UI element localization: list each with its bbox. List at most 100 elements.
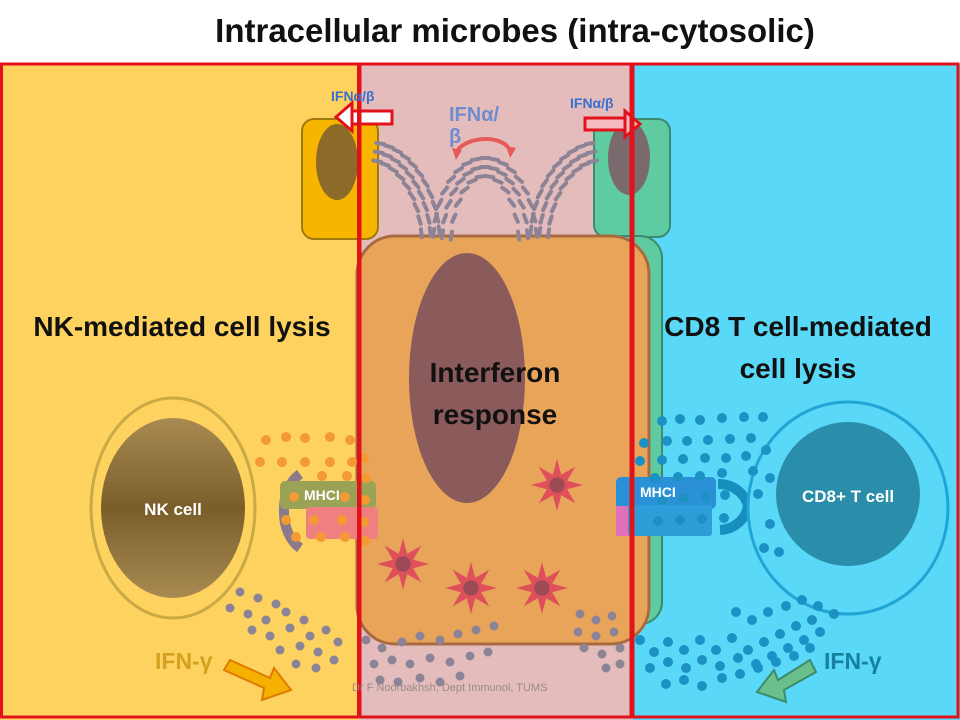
nk-granule <box>337 515 347 525</box>
cytokine-dot <box>591 615 601 625</box>
ifn-dash <box>564 172 575 182</box>
ifn-dash <box>496 169 508 177</box>
ifn-dash <box>407 160 418 170</box>
cd8-granule <box>657 416 667 426</box>
ifn-dash <box>544 189 553 201</box>
cd8-granule <box>805 643 815 653</box>
ifn-dash <box>440 185 450 196</box>
ifn-dash <box>520 185 530 196</box>
cytokine-dot <box>225 603 235 613</box>
cd8-granule <box>661 679 671 689</box>
cd8-granule <box>813 601 823 611</box>
cd8-granule <box>783 643 793 653</box>
ifn-dash <box>461 160 473 167</box>
cytokine-dot <box>305 631 315 641</box>
cd8-granule <box>731 607 741 617</box>
cd8-granule <box>715 661 725 671</box>
ifn-dash <box>383 143 395 150</box>
cytokine-dot <box>601 663 611 673</box>
nk-granule <box>325 432 335 442</box>
ifn-dash <box>449 186 459 197</box>
cd8-granule <box>653 516 663 526</box>
ifn-dash <box>500 185 511 195</box>
cytokine-dot <box>261 615 271 625</box>
cd8-granule <box>741 451 751 461</box>
nk-granule <box>300 433 310 443</box>
cytokine-dot <box>369 659 379 669</box>
ifn-dash <box>436 224 442 237</box>
ifn-ab-label-left: IFNα/β <box>331 88 375 104</box>
ifn-dash <box>426 188 435 200</box>
ifn-dash <box>455 176 466 186</box>
cytokine-dot <box>321 625 331 635</box>
nk-granule <box>325 457 335 467</box>
ifn-dash <box>532 199 540 212</box>
ifn-dash <box>416 214 423 226</box>
nk-granule <box>316 532 326 542</box>
cd8-granule <box>753 663 763 673</box>
ifn-dash <box>425 213 432 225</box>
cd8-granule <box>771 657 781 667</box>
cytokine-dot <box>313 647 323 657</box>
ifn-dash <box>537 225 543 238</box>
cd8-granule <box>763 607 773 617</box>
cd8-granule <box>682 436 692 446</box>
ifn-dash <box>541 200 549 213</box>
cytokine-dot <box>299 615 309 625</box>
ifn-dash <box>411 179 421 190</box>
cd8-granule <box>697 681 707 691</box>
virus-core <box>534 580 550 596</box>
cd8-granule <box>679 493 689 503</box>
ifn-dash <box>391 147 404 155</box>
cd8-granule <box>761 445 771 455</box>
ifn-dash <box>430 199 438 212</box>
ifn-dash <box>521 212 529 225</box>
cd8-granule <box>697 655 707 665</box>
virus-core <box>463 580 479 596</box>
cd8-granule <box>703 435 713 445</box>
ifn-dash <box>374 140 387 147</box>
cd8-granule <box>700 453 710 463</box>
cd8-granule <box>663 637 673 647</box>
ifn-dash <box>540 177 550 189</box>
nk-granule <box>360 536 370 546</box>
nk-granule <box>291 532 301 542</box>
cd8-granule <box>675 515 685 525</box>
cytokine-dot <box>271 599 281 609</box>
ifn-dash <box>474 174 487 180</box>
cd8-granule <box>678 454 688 464</box>
ifn-dash <box>492 177 504 185</box>
cd8-granule <box>743 645 753 655</box>
cytokine-dot <box>591 631 601 641</box>
nk-granule <box>255 457 265 467</box>
nk-granule <box>345 435 355 445</box>
cd8-granule <box>774 547 784 557</box>
ifn-dash <box>418 227 424 240</box>
nk-granule <box>281 515 291 525</box>
cd8-granule <box>717 468 727 478</box>
cd8-granule <box>695 635 705 645</box>
cd8-granule <box>807 615 817 625</box>
cd8-granule <box>781 601 791 611</box>
ifn-dash <box>371 158 384 164</box>
cytokine-dot <box>393 677 403 687</box>
cd8-panel-background <box>633 64 960 720</box>
nk-granule <box>361 473 371 483</box>
cytokine-dot <box>247 625 257 635</box>
ifn-dash <box>372 149 385 156</box>
cd8-granule <box>753 489 763 499</box>
ifn-dash <box>404 170 415 180</box>
cytokine-dot <box>435 635 445 645</box>
nk-cell-nucleus <box>101 418 245 598</box>
ifn-dash <box>553 190 563 202</box>
ifn-dash <box>535 188 544 200</box>
neighbour-cell-right-nucleus <box>608 121 650 195</box>
cytokine-dot <box>295 641 305 651</box>
ifn-dash <box>421 200 429 213</box>
ifn-dash <box>538 213 545 225</box>
cytokine-dot <box>311 663 321 673</box>
cd8-panel-border <box>631 62 960 719</box>
cd8-granule <box>639 438 649 448</box>
cytokine-dot <box>573 627 583 637</box>
